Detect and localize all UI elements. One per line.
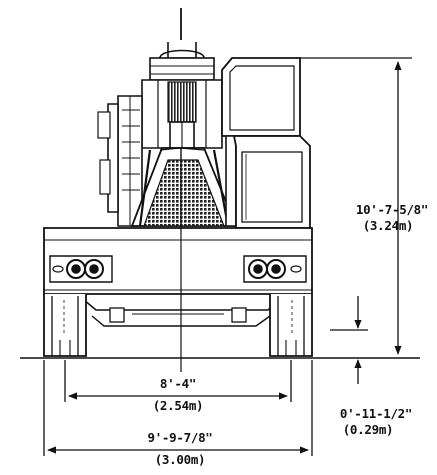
- left-track: [43, 294, 87, 357]
- radiator-frame: [130, 147, 238, 227]
- left-headlight-cluster: [49, 255, 113, 283]
- overall-width-metric: (3.00m): [155, 452, 206, 467]
- overall-height-metric: (3.24m): [363, 218, 414, 233]
- carbody: [43, 227, 313, 295]
- dimension-lines: [43, 57, 412, 456]
- boom-mast: [141, 8, 223, 149]
- engine-block: [97, 95, 143, 227]
- undercarriage: [83, 299, 281, 327]
- right-headlight-cluster: [243, 255, 307, 283]
- track-gauge-label: 8'-4" (2.54m): [153, 376, 204, 413]
- machine-body: [43, 8, 313, 372]
- overall-height-imperial: 10'-7-5/8": [356, 202, 428, 217]
- overall-width-label: 9'-9-7/8" (3.00m): [147, 430, 212, 467]
- operator-cab: [221, 57, 311, 229]
- ground-clearance-imperial: 0'-11-1/2": [340, 406, 412, 421]
- ground-clearance-metric: (0.29m): [343, 422, 394, 437]
- right-track: [269, 294, 313, 357]
- ground-clearance-label: 0'-11-1/2" (0.29m): [340, 406, 413, 437]
- track-gauge-metric: (2.54m): [153, 398, 204, 413]
- track-gauge-imperial: 8'-4": [160, 376, 196, 391]
- overall-width-imperial: 9'-9-7/8": [147, 430, 212, 445]
- overall-height-label: 10'-7-5/8" (3.24m): [356, 202, 429, 233]
